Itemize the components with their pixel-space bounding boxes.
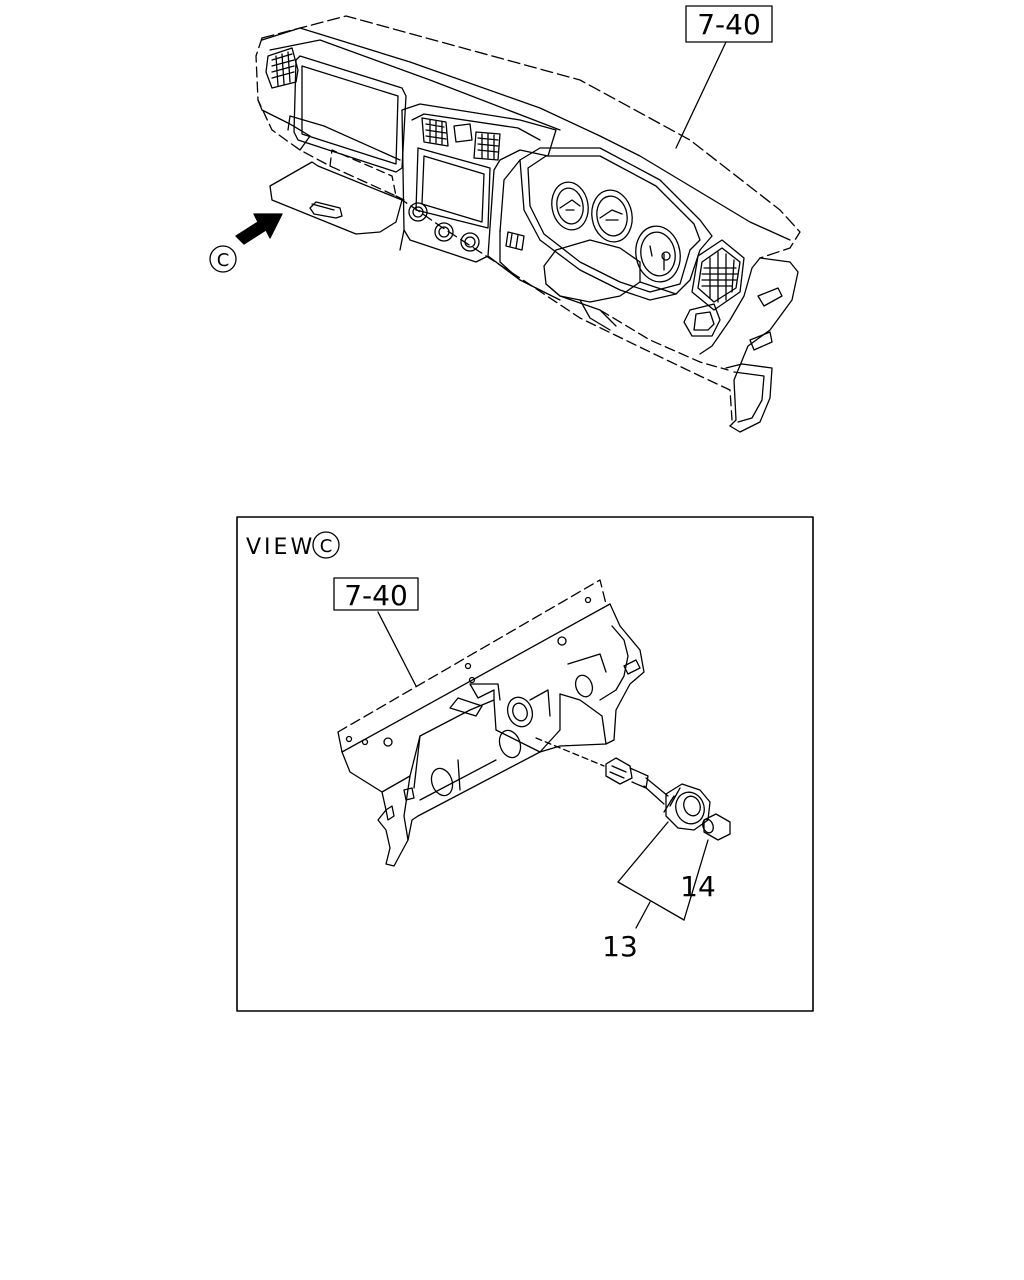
part-14-label: 14 (680, 870, 716, 903)
part-14-bulb[interactable] (701, 814, 730, 840)
hvac-knob-right (461, 233, 479, 251)
part-13-harness-assembly[interactable] (536, 738, 710, 830)
right-air-vent (692, 240, 744, 310)
detail-ref-box (334, 578, 418, 610)
part-13-number: 13 (602, 930, 638, 963)
center-vent-left (422, 118, 448, 146)
hvac-knob-center (435, 223, 453, 241)
bulb-shape (704, 814, 730, 840)
mounting-hole (504, 694, 537, 730)
dashboard-outline-dashed (262, 16, 800, 258)
detail-frame-border (237, 517, 813, 1011)
view-marker-circle (210, 246, 236, 272)
detail-ref-callout[interactable]: 7-40 (334, 578, 418, 686)
detail-title-prefix: VIEW (246, 535, 315, 560)
detail-title: VIEW C (246, 532, 339, 560)
view-direction-marker[interactable]: C (210, 214, 282, 272)
top-ref-callout[interactable]: 7-40 (676, 6, 772, 148)
steering-column-shroud (544, 240, 640, 302)
center-display (416, 148, 490, 228)
part-13-label: 13 (602, 930, 638, 963)
gauge-tachometer (548, 179, 592, 233)
top-ref-leader (676, 42, 726, 148)
install-path-dashed (536, 738, 604, 766)
detail-title-marker-letter: C (320, 536, 333, 557)
view-arrow-icon (236, 214, 282, 244)
part-14-number: 14 (680, 870, 716, 903)
center-vent-right (474, 132, 500, 160)
view-marker-letter: C (217, 250, 230, 271)
top-ref-box (686, 6, 772, 42)
top-ref-label: 7-40 (697, 8, 761, 41)
part-callout-leaders (618, 822, 708, 928)
connector-plug (606, 758, 632, 784)
gauge-fuel (631, 223, 684, 286)
dashboard-illustration (256, 16, 800, 432)
detail-ref-label: 7-40 (344, 579, 408, 612)
floor-cover-piece (270, 162, 402, 234)
detail-view-frame (237, 517, 813, 1011)
gauge-speedometer (588, 187, 636, 245)
detail-ref-leader (378, 612, 416, 686)
dash-cross-member (338, 580, 644, 866)
detail-title-marker-circle (313, 532, 339, 558)
instrument-cluster-hood (520, 148, 712, 300)
hvac-knob-left (409, 203, 427, 221)
center-console (402, 104, 556, 262)
